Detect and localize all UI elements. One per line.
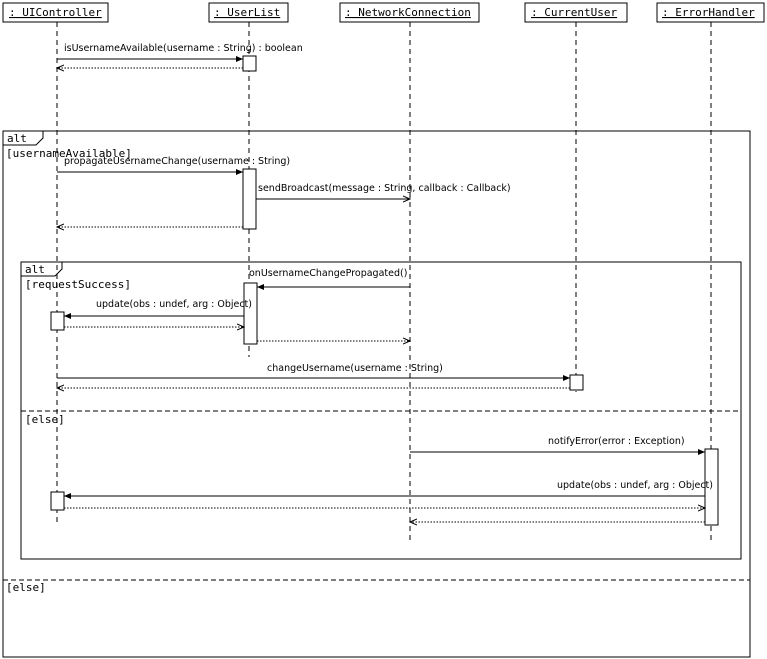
- message-label: onUsernameChangePropagated(): [249, 268, 407, 279]
- activation-bar: [704, 448, 719, 526]
- activation-bar: [242, 55, 257, 72]
- guard-condition: [usernameAvailable]: [6, 147, 132, 160]
- else-guard: [else]: [6, 581, 46, 594]
- activation-bar: [243, 282, 258, 345]
- message-label: update(obs : undef, arg : Object): [96, 299, 252, 310]
- activation-bar: [50, 311, 65, 331]
- message-label: propagateUsernameChange(username : Strin…: [64, 156, 290, 167]
- else-guard: [else]: [25, 413, 65, 426]
- message-label: changeUsername(username : String): [267, 363, 443, 374]
- participant-label: : ErrorHandler: [662, 6, 755, 19]
- activation-bar: [569, 374, 584, 391]
- frame-operator: alt: [7, 132, 27, 145]
- alt-frame-outer: alt [usernameAvailable] [else]: [2, 130, 751, 658]
- message-label: update(obs : undef, arg : Object): [557, 480, 713, 491]
- message-label: sendBroadcast(message : String, callback…: [258, 183, 511, 194]
- activation-bar: [242, 168, 257, 230]
- guard-condition: [requestSuccess]: [25, 278, 131, 291]
- participant-label: : UserList: [214, 6, 280, 19]
- alt-frame-inner: alt [requestSuccess] [else]: [20, 261, 742, 560]
- participant-currentuser[interactable]: : CurrentUser: [524, 2, 628, 23]
- participant-label: : UIController: [9, 6, 102, 19]
- message-label: isUsernameAvailable(username : String) :…: [64, 43, 303, 54]
- participant-uicontroller[interactable]: : UIController: [2, 2, 109, 23]
- participant-label: : NetworkConnection: [345, 6, 471, 19]
- participant-label: : CurrentUser: [531, 6, 617, 19]
- participant-networkconnection[interactable]: : NetworkConnection: [339, 2, 480, 23]
- frame-operator: alt: [25, 263, 45, 276]
- participant-errorhandler[interactable]: : ErrorHandler: [656, 2, 765, 23]
- activation-bar: [50, 491, 65, 511]
- participant-userlist[interactable]: : UserList: [208, 2, 289, 23]
- message-label: notifyError(error : Exception): [548, 436, 685, 447]
